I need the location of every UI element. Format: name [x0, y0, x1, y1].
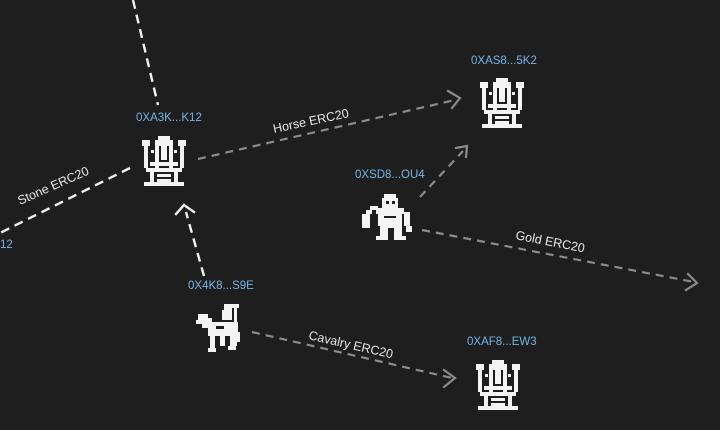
cavalry-icon[interactable] — [196, 304, 240, 352]
castle-icon[interactable] — [142, 136, 186, 186]
node-a3k[interactable]: 0XA3K...K12 — [136, 112, 202, 186]
arrow-head-cavalry — [442, 368, 457, 389]
edge-cavalry-to-a3k — [184, 211, 206, 277]
node-address: 0X4K8...S9E — [188, 280, 254, 292]
node-af8[interactable]: 0XAF8...EW3 — [467, 336, 537, 410]
edge-sd8-to-as8 — [419, 150, 464, 198]
edge-label-cavalry: Cavalry ERC20 — [307, 328, 394, 361]
arrow-head-horse — [446, 89, 462, 110]
edge-stone — [0, 166, 131, 235]
warrior-icon[interactable] — [362, 194, 412, 240]
arrow-head-gold — [684, 272, 699, 292]
edge-label-stone: Stone ERC20 — [16, 164, 92, 208]
edge-labels: Stone ERC20 Horse ERC20 Gold ERC20 Caval… — [16, 106, 587, 361]
castle-icon[interactable] — [480, 78, 524, 128]
edge-cavalry — [251, 330, 453, 380]
node-k8s[interactable]: 0X4K8...S9E — [188, 280, 254, 352]
edge-label-horse: Horse ERC20 — [272, 106, 350, 136]
node-address-partial: 12 — [0, 239, 13, 251]
edge-top-incoming — [131, 0, 160, 106]
node-address: 0XAS8...5K2 — [471, 55, 537, 67]
node-sd8[interactable]: 0XSD8...OU4 — [355, 169, 425, 240]
arrow-head-cavalry-to-a3k — [174, 203, 196, 216]
castle-icon[interactable] — [476, 360, 520, 410]
edge-gold — [421, 228, 695, 284]
node-address: 0XA3K...K12 — [136, 112, 202, 124]
arrow-head-sd8-to-as8 — [454, 144, 469, 159]
edge-horse — [197, 98, 456, 161]
node-address: 0XAF8...EW3 — [467, 336, 537, 348]
node-address: 0XSD8...OU4 — [355, 169, 425, 181]
node-edge-left[interactable]: 12 — [0, 239, 13, 251]
edge-label-gold: Gold ERC20 — [514, 228, 586, 255]
edges — [0, 0, 699, 389]
node-as8[interactable]: 0XAS8...5K2 — [471, 55, 537, 128]
